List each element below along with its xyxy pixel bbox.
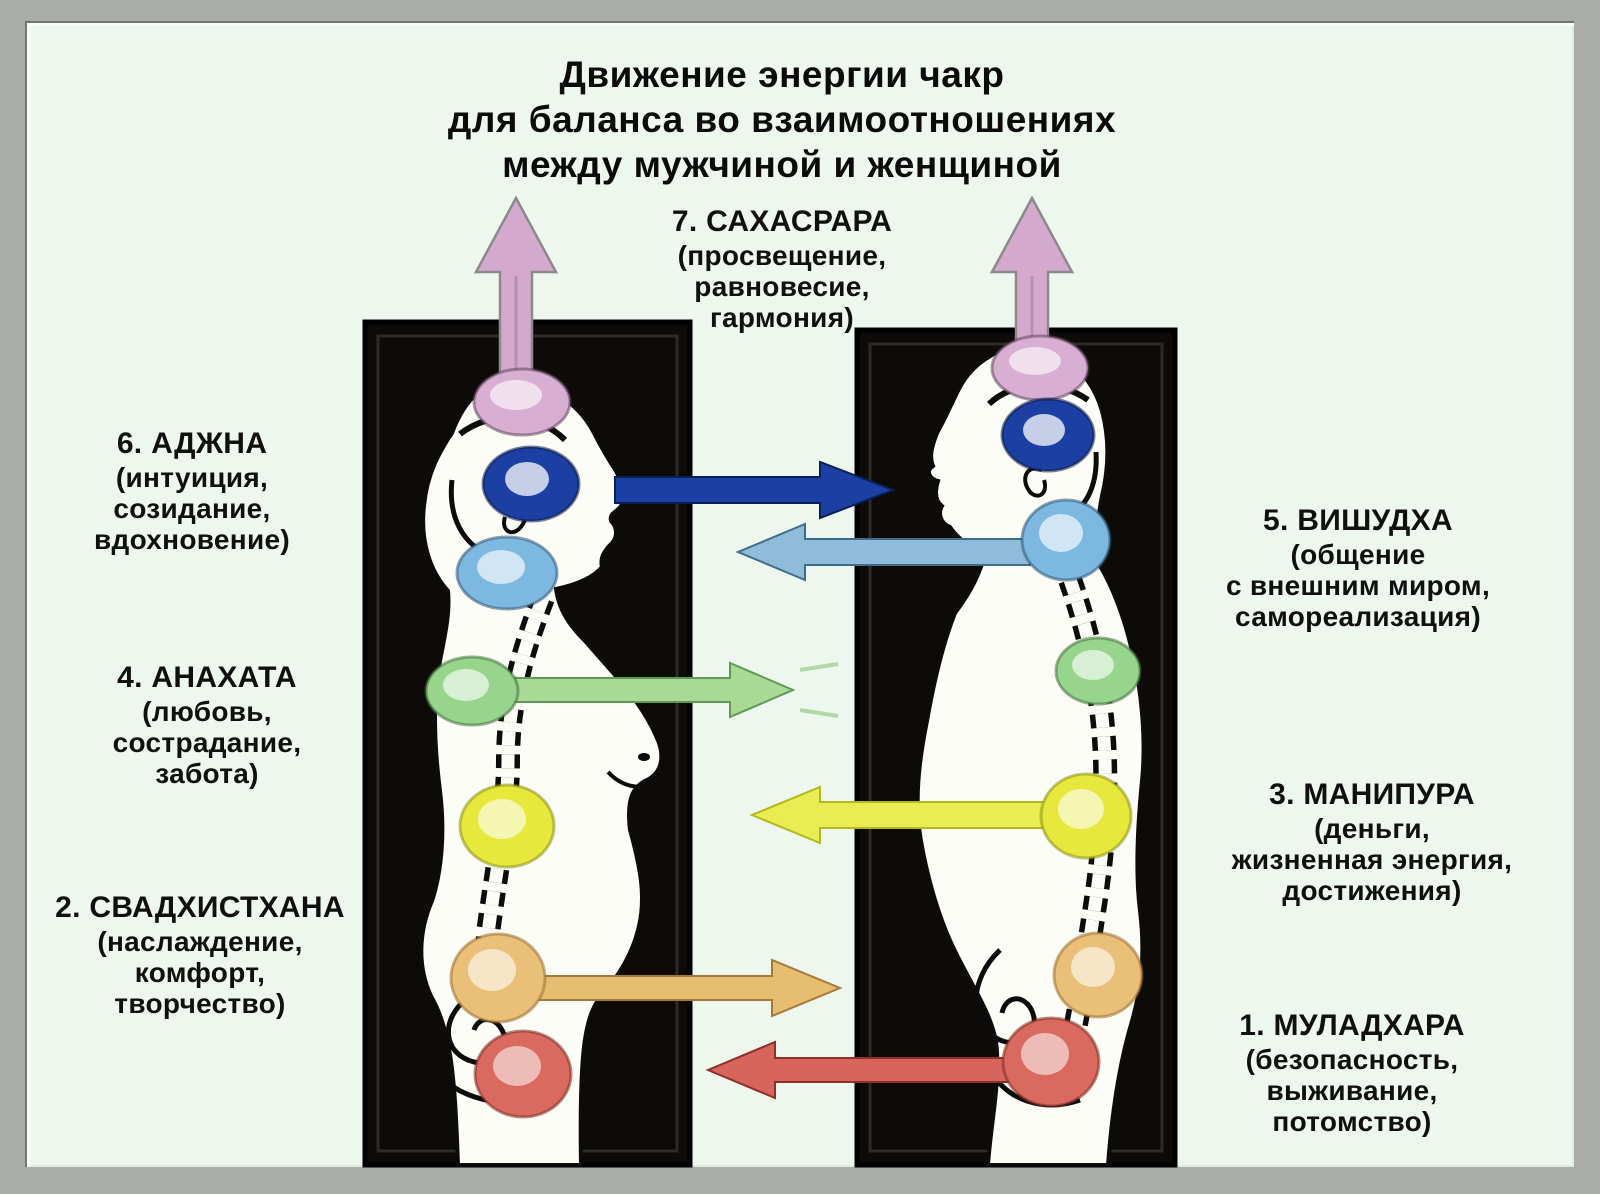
label-manipura-desc1: (деньги,	[1314, 813, 1430, 844]
label-svadhisthana-desc1: (наслаждение,	[97, 926, 303, 957]
label-anahata-desc2: сострадание,	[112, 727, 302, 758]
label-ajna-name: 6. АДЖНА	[116, 427, 268, 460]
label-muladhara-desc1: (безопасность,	[1245, 1044, 1459, 1075]
female-chakras	[424, 367, 581, 1119]
arrows	[473, 195, 1075, 1100]
arrow-vishudha	[735, 522, 1031, 582]
chakra-anahata-male	[1054, 636, 1142, 706]
chakra-ajna-female	[481, 445, 581, 523]
label-manipura-desc2: жизненная энергия,	[1231, 844, 1513, 875]
chakra-sahasrara-female	[472, 367, 572, 437]
label-anahata-desc1: (любовь,	[142, 696, 272, 727]
label-sahasrara-name: 7. САХАСРАРА	[671, 205, 893, 238]
poster-title: Движение энергии чакр для баланса во вза…	[448, 52, 1116, 187]
label-vishudha-desc2: с внешним миром,	[1225, 570, 1491, 601]
label-ajna-desc1: (интуиция,	[115, 462, 269, 493]
label-sahasrara: 7. САХАСРАРА (просвещение, равновесие, г…	[672, 206, 892, 333]
label-vishudha: 5. ВИШУДХА (общение с внешним миром, сам…	[1226, 505, 1490, 632]
chakra-sahasrara-male	[990, 334, 1090, 402]
poster-title-line1: Движение энергии чакр	[559, 54, 1005, 95]
label-vishudha-desc3: самореализация)	[1235, 601, 1481, 632]
chakra-muladhara-male	[1001, 1016, 1101, 1108]
label-ajna: 6. АДЖНА (интуиция, созидание, вдохновен…	[94, 428, 290, 555]
chakra-ajna-male	[1000, 397, 1096, 473]
arrow-ajna	[614, 460, 896, 520]
label-anahata-desc3: забота)	[155, 758, 259, 789]
male-chakras	[990, 334, 1144, 1108]
label-muladhara: 1. МУЛАДХАРА (безопасность, выживание, п…	[1239, 1010, 1464, 1137]
arrow-muladhara	[705, 1040, 1016, 1100]
label-svadhisthana-desc3: творчество)	[114, 988, 286, 1019]
chakra-manipura-female	[458, 783, 556, 869]
chakra-svadhisthana-male	[1052, 931, 1144, 1019]
label-anahata: 4. АНАХАТА (любовь, сострадание, забота)	[113, 662, 302, 789]
label-sahasrara-desc2: равновесие,	[694, 271, 870, 302]
label-muladhara-name: 1. МУЛАДХАРА	[1239, 1009, 1465, 1042]
label-manipura: 3. МАНИПУРА (деньги, жизненная энергия, …	[1232, 779, 1512, 906]
label-ajna-desc3: вдохновение)	[93, 524, 291, 555]
arrow-svadhisthana	[519, 958, 843, 1018]
chakra-vishudha-female	[455, 535, 559, 611]
label-svadhisthana: 2. СВАДХИСТХАНА (наслаждение, комфорт, т…	[55, 892, 345, 1019]
label-sahasrara-desc3: гармония)	[710, 302, 854, 333]
label-ajna-desc2: созидание,	[113, 493, 271, 524]
label-vishudha-name: 5. ВИШУДХА	[1263, 504, 1453, 537]
chakra-svadhisthana-female	[449, 932, 547, 1024]
chakra-muladhara-female	[473, 1029, 573, 1119]
arrow-anahata-motion-lines	[799, 662, 839, 718]
poster-title-line2: для баланса во взаимоотношениях	[447, 99, 1117, 140]
label-vishudha-desc1: (общение	[1290, 539, 1426, 570]
label-anahata-name: 4. АНАХАТА	[117, 661, 297, 694]
label-muladhara-desc2: выживание,	[1266, 1075, 1438, 1106]
label-manipura-desc3: достижения)	[1282, 875, 1462, 906]
label-svadhisthana-desc2: комфорт,	[134, 957, 266, 988]
label-muladhara-desc3: потомство)	[1272, 1106, 1432, 1137]
arrow-anahata	[494, 661, 796, 719]
chakra-vishudha-male	[1020, 498, 1112, 582]
chakra-anahata-female	[424, 655, 520, 727]
label-svadhisthana-name: 2. СВАДХИСТХАНА	[55, 891, 345, 924]
female-breast-dot	[638, 753, 650, 761]
chakra-manipura-male	[1039, 772, 1133, 860]
poster-title-line3: между мужчиной и женщиной	[502, 144, 1062, 185]
arrow-manipura	[749, 785, 1049, 845]
label-sahasrara-desc1: (просвещение,	[677, 240, 887, 271]
label-manipura-name: 3. МАНИПУРА	[1269, 778, 1475, 811]
female-breast-line	[606, 770, 661, 789]
